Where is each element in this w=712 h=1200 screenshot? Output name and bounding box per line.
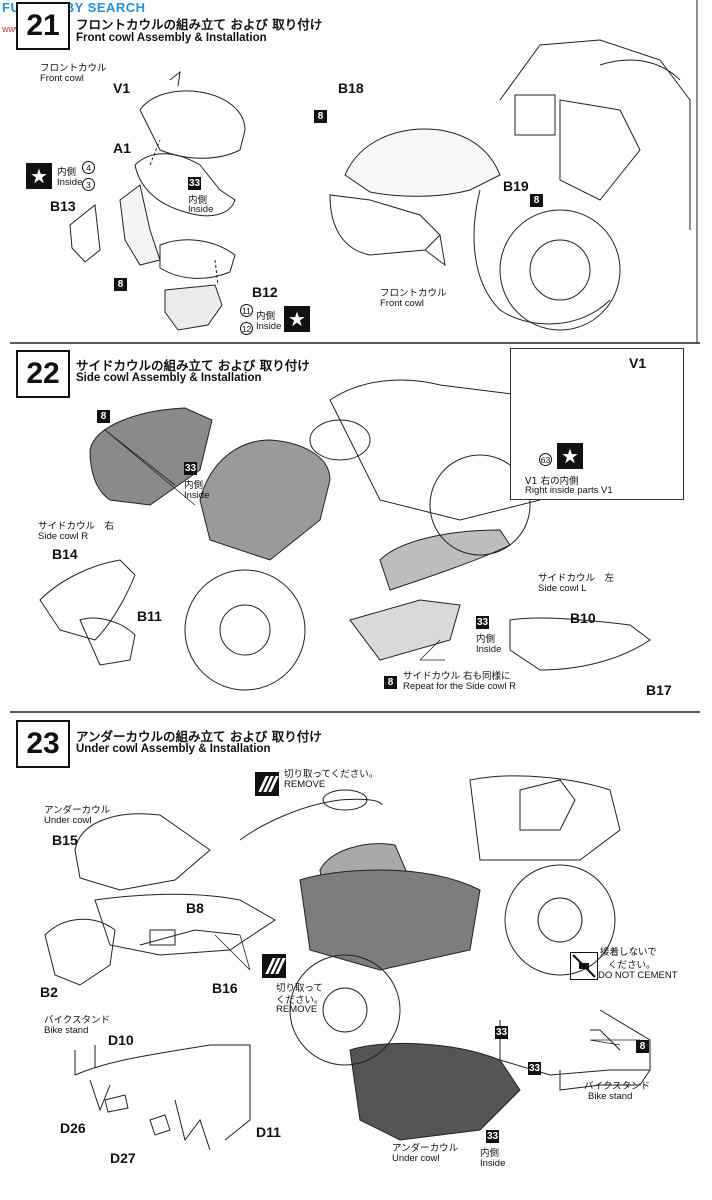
part-b18: B18 xyxy=(338,80,364,96)
part-b13: B13 xyxy=(50,198,76,214)
step-number-22: 22 xyxy=(16,350,70,398)
decal-number-4: 4 xyxy=(82,161,95,174)
inside-label-en-3: Inside xyxy=(256,321,282,332)
inside-label-jp-3: 内側 xyxy=(256,311,276,322)
inset-v1-inside: V1 63 ★ V1 右の内側 Right inside parts V1 xyxy=(510,348,684,500)
step23-title-en: Under cowl Assembly & Installation xyxy=(76,743,271,755)
cement-8-icon-3: 8 xyxy=(530,194,543,207)
part-b14: B14 xyxy=(52,546,78,562)
star-decal-icon-3: ★ xyxy=(557,443,583,469)
inside-label-jp: 内側 xyxy=(57,167,77,178)
cement-8-icon: 8 xyxy=(114,278,127,291)
bike-stand-label-jp-2: バイクスタンド xyxy=(584,1081,651,1092)
part-a1: A1 xyxy=(113,140,131,156)
inside-label-jp-2: 内側 xyxy=(188,195,208,206)
bike-stand-label-en: Bike stand xyxy=(44,1025,89,1036)
part-b10: B10 xyxy=(570,610,596,626)
inset-part-v1: V1 xyxy=(629,355,647,371)
cut-label-jp: 切り取ってください。 xyxy=(284,769,379,780)
decal-33-icon-4: 33 xyxy=(495,1026,508,1039)
decal-33-icon-5: 33 xyxy=(528,1062,541,1075)
repeat-label-jp: サイドカウル 右も同様に xyxy=(403,671,511,682)
part-d11: D11 xyxy=(256,1124,281,1140)
inset-label-en: Right inside parts V1 xyxy=(525,485,613,496)
step-number-23: 23 xyxy=(16,720,70,768)
inside-label-jp-6: 内側 xyxy=(480,1148,500,1159)
part-b8: B8 xyxy=(186,900,204,916)
front-cowl-label-en-2: Front cowl xyxy=(380,298,424,309)
part-b17: B17 xyxy=(646,682,672,698)
part-b11: B11 xyxy=(137,608,162,624)
part-b2: B2 xyxy=(40,984,58,1000)
bike-stand-label-jp: バイクスタンド xyxy=(44,1015,111,1026)
cut2-label-jp-1: 切り取って xyxy=(276,983,324,994)
decal-33-icon-2: 33 xyxy=(184,462,197,475)
cement-8-icon-5: 8 xyxy=(384,676,397,689)
part-v1: V1 xyxy=(113,80,131,96)
side-cowl-r-label-en: Side cowl R xyxy=(38,531,89,542)
step22-title-en: Side cowl Assembly & Installation xyxy=(76,372,262,384)
inset-label-jp: V1 右の内側 xyxy=(525,476,579,487)
decal-number-3: 3 xyxy=(82,178,95,191)
step23-title-jp: アンダーカウルの組み立て および 取り付け xyxy=(76,729,322,744)
under-cowl-label-en-2: Under cowl xyxy=(392,1153,440,1164)
cement-8-icon-2: 8 xyxy=(314,110,327,123)
part-d10: D10 xyxy=(108,1032,134,1048)
under-cowl-label-en: Under cowl xyxy=(44,815,92,826)
part-d26: D26 xyxy=(60,1120,86,1136)
cement-8-icon-4: 8 xyxy=(97,410,110,423)
inside-label-jp-4: 内側 xyxy=(184,480,204,491)
bike-stand-label-en-2: Bike stand xyxy=(588,1091,633,1102)
inside-label-en-4: Inside xyxy=(184,490,210,501)
side-cowl-r-label-jp: サイドカウル 右 xyxy=(38,521,115,532)
cut2-label-en: REMOVE xyxy=(276,1004,318,1015)
inside-label-en-2: Inside xyxy=(188,204,214,215)
side-cowl-l-label-jp: サイドカウル 左 xyxy=(538,573,615,584)
part-b12: B12 xyxy=(252,284,278,300)
knife-cut-icon xyxy=(255,772,279,796)
front-cowl-label-jp: フロントカウル xyxy=(40,63,107,74)
cut2-label-jp-2: ください。 xyxy=(276,995,324,1006)
no-cement-icon xyxy=(570,952,598,980)
star-decal-icon-2: ★ xyxy=(284,306,310,332)
part-b15: B15 xyxy=(52,832,78,848)
inside-label-en-5: Inside xyxy=(476,644,502,655)
part-b19: B19 xyxy=(503,178,529,194)
knife-cut-icon-2 xyxy=(262,954,286,978)
side-cowl-l-label-en: Side cowl L xyxy=(538,583,587,594)
decal-number-11: 11 xyxy=(240,304,253,317)
inside-label-en: Inside xyxy=(57,177,83,188)
cut-label-en: REMOVE xyxy=(284,779,326,790)
decal-number-63: 63 xyxy=(539,453,552,466)
inside-label-en-6: Inside xyxy=(480,1158,506,1169)
decal-33-icon-3: 33 xyxy=(476,616,489,629)
no-cement-label-jp-1: 接着しないで xyxy=(600,947,657,958)
decal-33-icon-6: 33 xyxy=(486,1130,499,1143)
step22-title-jp: サイドカウルの組み立て および 取り付け xyxy=(76,358,310,373)
star-decal-icon: ★ xyxy=(26,163,52,189)
no-cement-label-jp-2: ください。 xyxy=(608,960,656,971)
part-b16: B16 xyxy=(212,980,238,996)
part-d27: D27 xyxy=(110,1150,136,1166)
decal-number-12: 12 xyxy=(240,322,253,335)
under-cowl-label-jp: アンダーカウル xyxy=(44,805,111,816)
decal-33-icon: 33 xyxy=(188,177,201,190)
step21-title-jp: フロントカウルの組み立て および 取り付け xyxy=(76,17,323,32)
inside-label-jp-5: 内側 xyxy=(476,634,496,645)
step21-title-en: Front cowl Assembly & Installation xyxy=(76,32,267,44)
cement-8-icon-6: 8 xyxy=(636,1040,649,1053)
under-cowl-label-jp-2: アンダーカウル xyxy=(392,1143,459,1154)
step-number-21: 21 xyxy=(16,2,70,50)
repeat-label-en: Repeat for the Side cowl R xyxy=(403,681,517,692)
front-cowl-label-en: Front cowl xyxy=(40,73,84,84)
front-cowl-label-jp-2: フロントカウル xyxy=(380,288,447,299)
no-cement-label-en: DO NOT CEMENT xyxy=(598,970,678,981)
